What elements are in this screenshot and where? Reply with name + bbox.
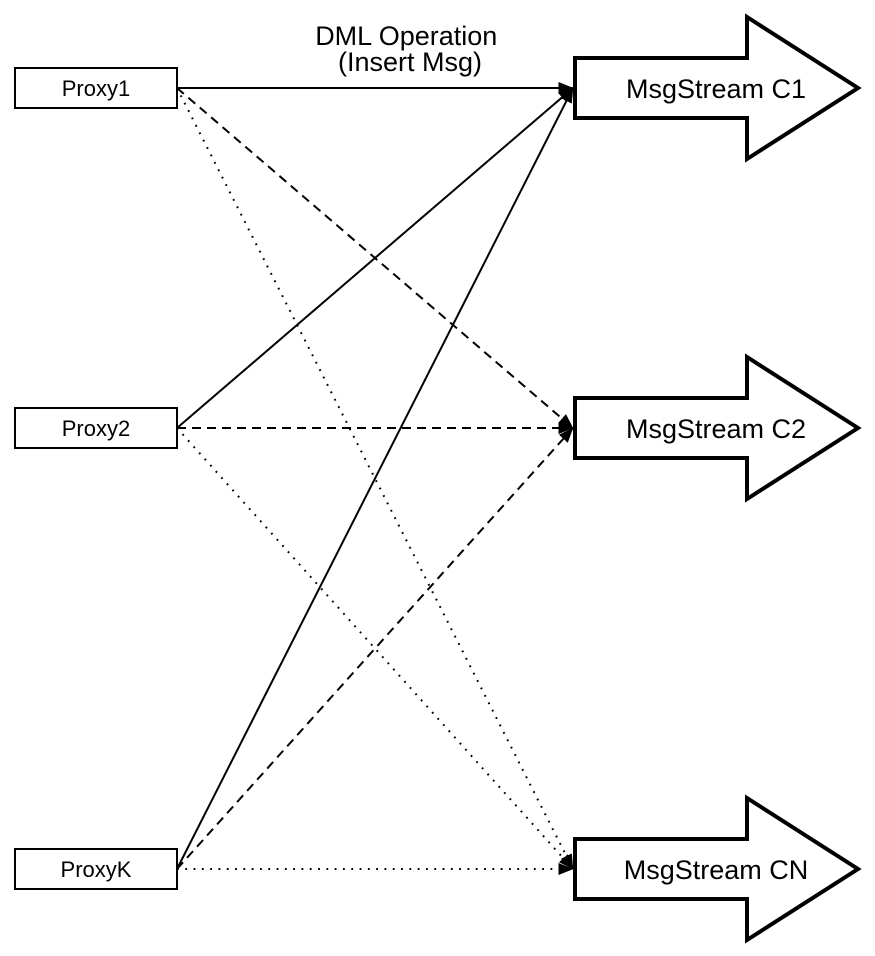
edge-lines bbox=[176, 82, 574, 875]
edge-proxyk-to-c2 bbox=[176, 427, 574, 870]
edge-proxy1-to-c2 bbox=[176, 87, 574, 429]
diagram-title-line2: (Insert Msg) bbox=[338, 47, 482, 77]
stream-arrow-cn bbox=[573, 794, 862, 944]
stream-label-cn: MsgStream CN bbox=[624, 855, 809, 885]
edge-proxyk-to-c1 bbox=[176, 87, 574, 870]
proxy-box-2 bbox=[14, 407, 178, 449]
stream-arrow-c2 bbox=[573, 353, 862, 503]
stream-arrow-c1 bbox=[573, 13, 862, 163]
stream-label-c1: MsgStream C1 bbox=[626, 74, 806, 104]
proxy-box-k bbox=[14, 848, 178, 890]
diagram-title-line1: DML Operation bbox=[315, 21, 497, 51]
proxy-label-1: Proxy1 bbox=[62, 76, 130, 101]
proxy-label-k: ProxyK bbox=[61, 857, 132, 882]
diagram-title: DML Operation (Insert Msg) bbox=[315, 21, 505, 77]
proxy-box-1 bbox=[14, 67, 178, 109]
stream-label-c2: MsgStream C2 bbox=[626, 414, 806, 444]
proxy-label-2: Proxy2 bbox=[62, 416, 130, 441]
